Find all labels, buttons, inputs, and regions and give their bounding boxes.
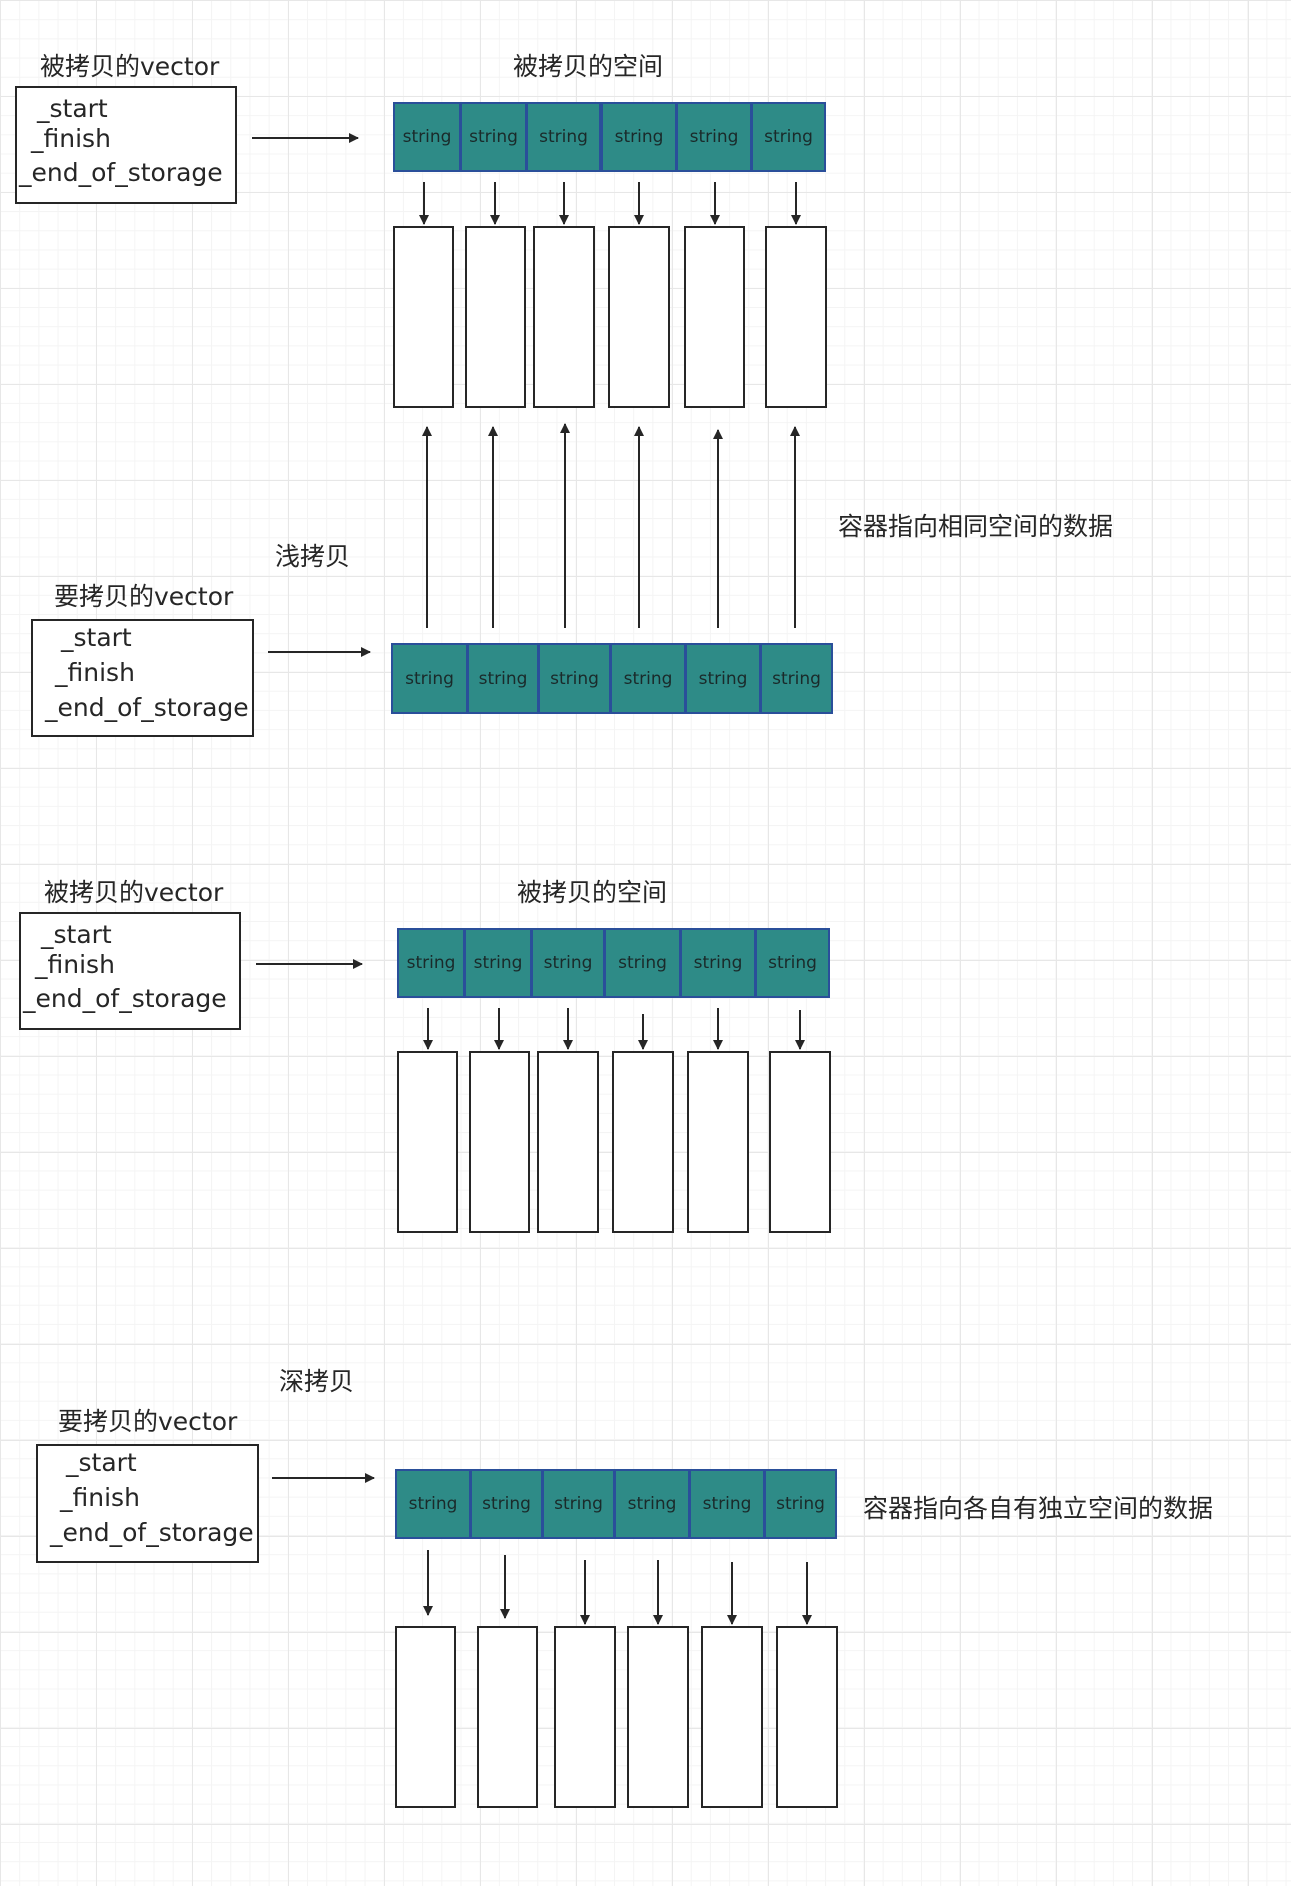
- shallow-source-cell-2: string: [460, 102, 527, 172]
- deep-source-vector-title: 被拷贝的vector: [44, 878, 224, 907]
- shallow-target-cell-5: string: [685, 643, 761, 714]
- shallow-source-vector-title: 被拷贝的vector: [40, 52, 220, 81]
- shallow-target-cell-2: string: [467, 643, 539, 714]
- deep-target-object-2: [477, 1626, 538, 1808]
- shallow-target-cell-4: string: [610, 643, 686, 714]
- field-finish: _finish: [60, 1483, 140, 1512]
- deep-source-cell-2: string: [464, 928, 532, 998]
- shallow-target-cell-6: string: [760, 643, 833, 714]
- field-start: _start: [61, 623, 132, 652]
- field-finish: _finish: [31, 124, 111, 153]
- shallow-source-cell-1: string: [393, 102, 461, 172]
- field-start: _start: [66, 1448, 137, 1477]
- deep-source-cell-5: string: [680, 928, 756, 998]
- shallow-string-object-2: [465, 226, 526, 408]
- shallow-note: 容器指向相同空间的数据: [838, 512, 1114, 541]
- deep-target-object-4: [627, 1626, 689, 1808]
- deep-source-cell-3: string: [531, 928, 605, 998]
- field-end-of-storage: _end_of_storage: [19, 158, 223, 187]
- deep-target-cell-1: string: [395, 1469, 471, 1539]
- field-finish: _finish: [55, 658, 135, 687]
- deep-source-object-6: [769, 1051, 831, 1233]
- shallow-string-object-5: [684, 226, 745, 408]
- deep-source-cell-4: string: [604, 928, 681, 998]
- field-end-of-storage: _end_of_storage: [45, 693, 249, 722]
- shallow-source-cell-5: string: [676, 102, 752, 172]
- deep-target-object-3: [554, 1626, 616, 1808]
- deep-target-vector-title: 要拷贝的vector: [58, 1407, 238, 1436]
- deep-source-cell-1: string: [397, 928, 465, 998]
- shallow-source-cell-4: string: [601, 102, 677, 172]
- field-end-of-storage: _end_of_storage: [50, 1518, 254, 1547]
- deep-source-space-title: 被拷贝的空间: [517, 878, 668, 907]
- deep-target-cell-4: string: [614, 1469, 690, 1539]
- deep-target-cell-3: string: [542, 1469, 615, 1539]
- shallow-source-space-title: 被拷贝的空间: [513, 52, 664, 81]
- shallow-string-object-6: [765, 226, 827, 408]
- deep-source-object-2: [469, 1051, 530, 1233]
- deep-source-object-4: [612, 1051, 674, 1233]
- shallow-target-cell-3: string: [538, 643, 611, 714]
- shallow-target-vector-box: _start _finish _end_of_storage: [31, 619, 254, 737]
- deep-note: 容器指向各自有独立空间的数据: [863, 1494, 1214, 1523]
- deep-target-cell-6: string: [764, 1469, 837, 1539]
- deep-source-object-1: [397, 1051, 458, 1233]
- deep-source-vector-box: _start _finish _end_of_storage: [19, 912, 241, 1030]
- shallow-target-cell-1: string: [391, 643, 468, 714]
- deep-target-object-6: [776, 1626, 838, 1808]
- field-finish: _finish: [35, 950, 115, 979]
- deep-target-cell-2: string: [470, 1469, 543, 1539]
- shallow-string-object-4: [608, 226, 670, 408]
- shallow-string-object-1: [393, 226, 454, 408]
- deep-source-object-3: [537, 1051, 599, 1233]
- deep-target-vector-box: _start _finish _end_of_storage: [36, 1444, 259, 1563]
- deep-source-object-5: [687, 1051, 749, 1233]
- shallow-source-cell-6: string: [751, 102, 826, 172]
- deep-source-cell-6: string: [755, 928, 830, 998]
- field-end-of-storage: _end_of_storage: [23, 984, 227, 1013]
- shallow-target-vector-title: 要拷贝的vector: [54, 582, 234, 611]
- field-start: _start: [41, 920, 112, 949]
- deep-target-object-5: [701, 1626, 763, 1808]
- deep-target-object-1: [395, 1626, 456, 1808]
- shallow-string-object-3: [533, 226, 595, 408]
- deep-target-cell-5: string: [689, 1469, 765, 1539]
- shallow-copy-label: 浅拷贝: [275, 542, 351, 571]
- field-start: _start: [37, 94, 108, 123]
- shallow-source-cell-3: string: [526, 102, 601, 172]
- shallow-source-vector-box: _start _finish _end_of_storage: [15, 86, 237, 204]
- deep-copy-label: 深拷贝: [279, 1367, 355, 1396]
